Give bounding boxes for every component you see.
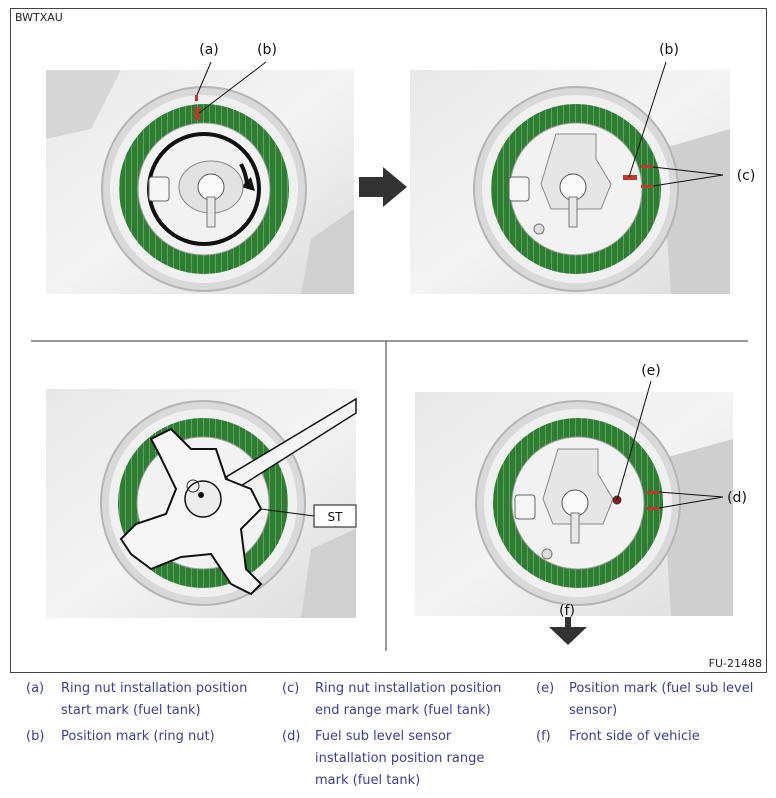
callout-d: (d) xyxy=(727,490,747,506)
sensor-range-mark-upper xyxy=(647,491,659,494)
front-direction-arrow-icon xyxy=(549,617,587,645)
tank-end-mark-lower xyxy=(641,185,653,188)
panel-sub-level-sensor xyxy=(415,380,733,645)
panel-end-position xyxy=(410,61,730,294)
next-step-arrow-icon xyxy=(359,167,407,207)
callout-b-top-right: (b) xyxy=(659,42,679,58)
figure-code: BWTXAU xyxy=(15,11,63,24)
panel-start-position xyxy=(46,61,354,294)
ring-nut-position-mark-end xyxy=(623,175,637,180)
procedure-figure: BWTXAU FU-21488 xyxy=(10,8,767,673)
panel-special-tool xyxy=(46,389,357,618)
callout-c: (c) xyxy=(737,168,756,184)
ring-nut-position-mark xyxy=(195,107,200,120)
sensor-range-mark-lower xyxy=(647,507,659,510)
tank-start-mark xyxy=(195,95,198,101)
figure-id: FU-21488 xyxy=(708,657,762,670)
callout-st: ST xyxy=(328,510,344,524)
callout-f: (f) xyxy=(559,603,575,619)
tank-end-mark-upper xyxy=(641,165,653,168)
callout-e: (e) xyxy=(641,363,661,379)
legend: (a) Ring nut installation position start… xyxy=(26,681,754,788)
callout-a: (a) xyxy=(199,42,219,58)
callout-b-top-left: (b) xyxy=(257,42,277,58)
st-label-box xyxy=(313,504,357,528)
diagram-svg: (a) (b) (b) (c) xyxy=(31,42,756,651)
